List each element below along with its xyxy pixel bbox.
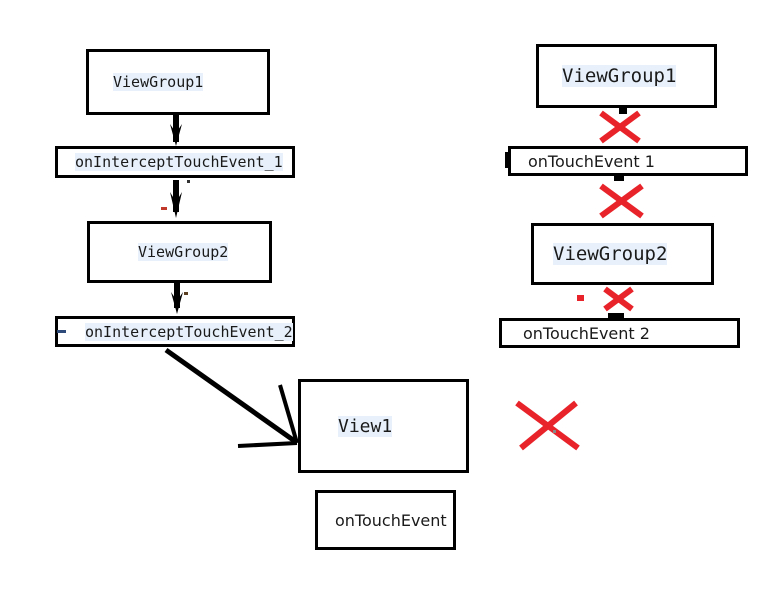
connector-stub (614, 176, 624, 181)
node-onintercepttouchevent-1[interactable]: onInterceptTouchEvent_1 (55, 146, 295, 178)
node-viewgroup1-left[interactable]: ViewGroup1 (86, 49, 270, 115)
node-ontouchevent-2[interactable]: onTouchEvent 2 (499, 318, 740, 348)
cross-4-icon (515, 400, 580, 451)
node-label: ViewGroup1 (113, 73, 204, 91)
node-ontouchevent-view[interactable]: onTouchEvent (315, 490, 456, 550)
node-label: onTouchEvent 2 (523, 323, 650, 343)
node-view1[interactable]: View1 (298, 379, 469, 473)
arrow-oite2-to-view1 (164, 347, 299, 448)
stray-red-dot (577, 295, 584, 301)
node-label: ViewGroup2 (553, 243, 668, 265)
stray-mark (161, 207, 167, 210)
node-label: onTouchEvent (335, 510, 447, 530)
arrow-vg1-to-oite1 (170, 114, 182, 146)
node-onintercepttouchevent-2[interactable]: onInterceptTouchEvent_2 (55, 316, 295, 347)
cross-3-icon (603, 286, 634, 312)
node-label: View1 (338, 415, 393, 437)
arrow-oite1-to-vg2 (170, 180, 182, 218)
stray-mark (187, 180, 190, 183)
node-label: ViewGroup1 (562, 65, 677, 87)
connector-stub (619, 108, 627, 114)
node-label: onTouchEvent 1 (528, 151, 655, 171)
node-label: ViewGroup2 (138, 243, 229, 261)
node-viewgroup1-right[interactable]: ViewGroup1 (536, 44, 717, 108)
node-viewgroup2-left[interactable]: ViewGroup2 (87, 221, 272, 283)
cross-1-icon (599, 110, 641, 144)
stray-mark (553, 430, 556, 433)
node-ontouchevent-1[interactable]: onTouchEvent 1 (508, 146, 748, 176)
node-viewgroup2-right[interactable]: ViewGroup2 (531, 223, 714, 285)
stray-mark (184, 292, 188, 295)
node-label: onInterceptTouchEvent_2 (85, 322, 293, 341)
node-label: onInterceptTouchEvent_1 (75, 153, 283, 171)
arrow-vg2-to-oite2 (171, 283, 183, 314)
cross-2-icon (599, 183, 644, 219)
